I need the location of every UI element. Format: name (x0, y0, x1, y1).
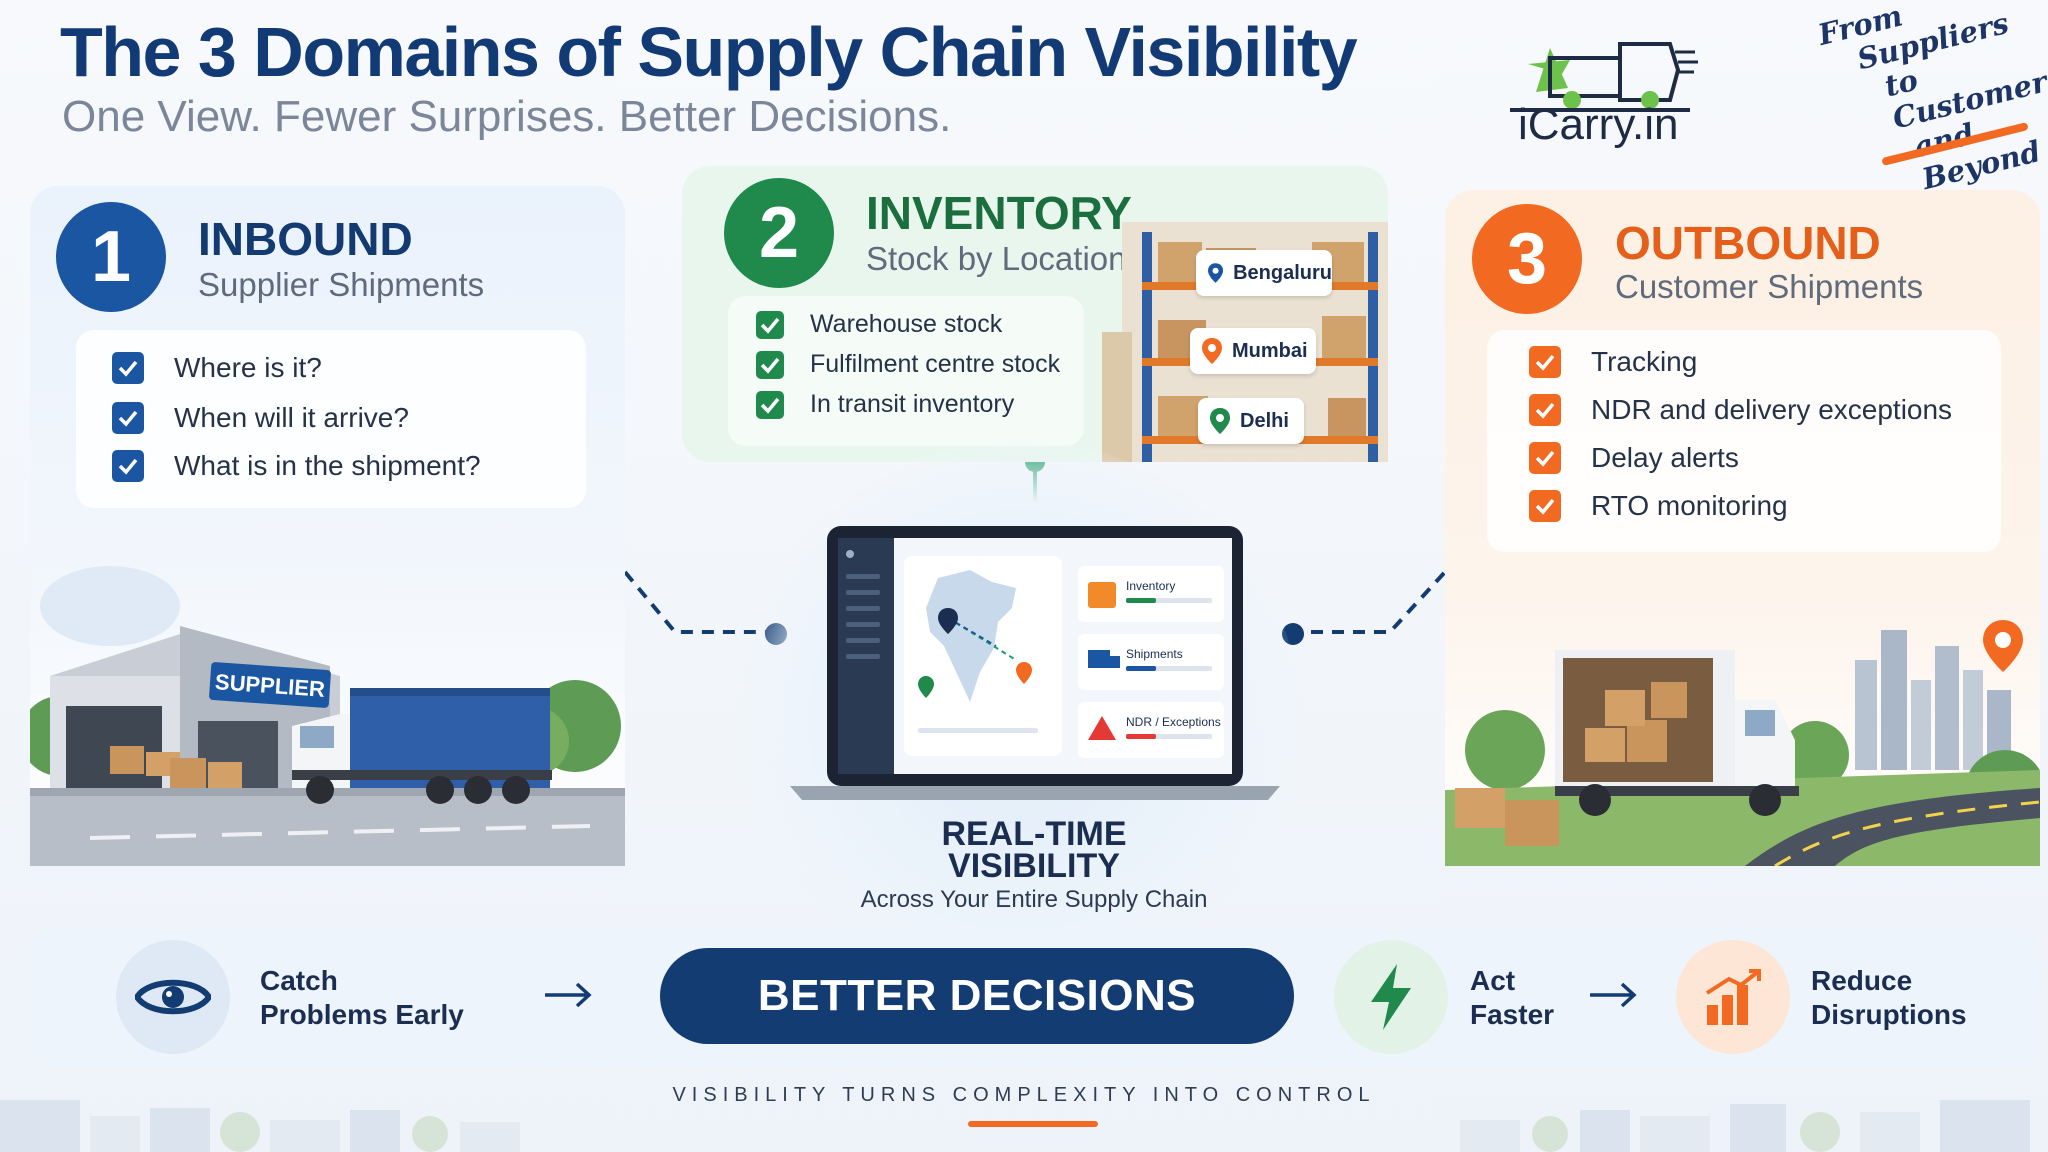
outbound-panel: 3 OUTBOUND Customer Shipments Tracking N… (1445, 190, 2040, 866)
checkbox-checked-icon (756, 390, 784, 419)
warning-icon (1088, 716, 1116, 740)
checklist-item: Where is it? (112, 352, 322, 384)
checklist-item: Warehouse stock (756, 310, 1002, 339)
checkbox-checked-icon (1529, 394, 1561, 426)
checklist-item: Fulfilment centre stock (756, 350, 1060, 379)
checkbox-checked-icon (756, 310, 784, 339)
logo-text: iCarry.in (1518, 100, 1679, 149)
location-tag: Mumbai (1190, 328, 1316, 374)
truck-icon (1088, 650, 1110, 668)
realtime-title-line: REAL-TIME (941, 815, 1127, 853)
city-skyline-decoration (1460, 1100, 2030, 1152)
checklist-text: In transit inventory (810, 390, 1015, 418)
dashboard-card-label: Inventory (1126, 579, 1175, 593)
benefit-line: Catch (260, 965, 338, 996)
checklist-item: Tracking (1529, 346, 1697, 378)
checklist-item: NDR and delivery exceptions (1529, 394, 1952, 426)
location-pin-icon (1210, 408, 1230, 434)
checklist-item: RTO monitoring (1529, 490, 1788, 522)
laptop-dashboard-illustration: Inventory Shipments NDR / Exceptions (790, 526, 1280, 800)
section-title: INVENTORY (866, 187, 1132, 239)
section-subtitle: Stock by Location (866, 240, 1127, 277)
checklist-text: Tracking (1591, 346, 1698, 377)
section-number: 2 (724, 178, 834, 288)
checkbox-checked-icon (756, 350, 784, 379)
checkbox-checked-icon (112, 352, 144, 384)
inventory-panel: 2 INVENTORY Stock by Location Warehouse … (682, 166, 1388, 462)
inbound-panel: 1 INBOUND Supplier Shipments Where is it… (30, 186, 625, 866)
checklist-text: Where is it? (174, 352, 322, 383)
section-subtitle: Customer Shipments (1615, 268, 1924, 305)
checklist-text: What is in the shipment? (174, 450, 481, 481)
arrow-right-icon (1590, 982, 1637, 1008)
benefit-label: Act Faster (1470, 964, 1554, 1032)
realtime-title-line: VISIBILITY (948, 847, 1120, 885)
benefit-line: Problems Early (260, 999, 464, 1030)
checkbox-checked-icon (1529, 346, 1561, 378)
section-number: 1 (56, 202, 166, 312)
realtime-visibility-title: REAL-TIME VISIBILITY (720, 815, 1348, 885)
checkbox-checked-icon (1529, 490, 1561, 522)
location-pin-icon (1202, 338, 1222, 364)
bar-chart-icon (1676, 940, 1790, 1054)
location-tag: Delhi (1198, 398, 1304, 444)
checklist-text: RTO monitoring (1591, 490, 1788, 521)
realtime-visibility-subtitle: Across Your Entire Supply Chain (860, 886, 1208, 913)
checklist-text: Fulfilment centre stock (810, 350, 1061, 378)
dashboard-card-label: NDR / Exceptions (1126, 715, 1221, 729)
section-title: INBOUND (198, 213, 413, 265)
eye-icon (116, 940, 230, 1054)
inbound-checklist: Where is it? When will it arrive? What i… (76, 330, 586, 508)
checklist-text: Warehouse stock (810, 310, 1003, 338)
outbound-checklist: Tracking NDR and delivery exceptions Del… (1487, 330, 2001, 552)
location-label: Bengaluru (1233, 261, 1332, 284)
benefit-line: Reduce (1811, 965, 1913, 996)
location-tag: Bengaluru (1196, 250, 1332, 296)
connector-left (623, 570, 775, 634)
page-title: The 3 Domains of Supply Chain Visibility (60, 13, 1358, 91)
benefit-label: Reduce Disruptions (1811, 964, 1967, 1032)
section-title: OUTBOUND (1615, 217, 1881, 269)
section-subtitle: Supplier Shipments (198, 266, 485, 303)
checklist-text: When will it arrive? (174, 402, 409, 433)
checklist-item: When will it arrive? (112, 402, 409, 434)
city-skyline-decoration (0, 1100, 520, 1152)
checklist-item: In transit inventory (756, 390, 1014, 419)
checklist-text: Delay alerts (1591, 442, 1739, 473)
location-pin-icon (1208, 263, 1224, 283)
arrow-right-icon (545, 982, 592, 1008)
section-number: 3 (1472, 204, 1582, 314)
inventory-checklist: Warehouse stock Fulfilment centre stock … (728, 296, 1084, 446)
delivery-truck-illustration (1445, 620, 2040, 866)
page-subtitle: One View. Fewer Surprises. Better Decisi… (62, 92, 952, 141)
location-label: Delhi (1240, 409, 1289, 432)
checklist-item: Delay alerts (1529, 442, 1739, 474)
better-decisions-banner: BETTER DECISIONS (660, 948, 1294, 1044)
benefit-line: Act (1470, 965, 1516, 996)
tagline: From Suppliers to Customers and Beyond (1815, 0, 2048, 212)
dashboard-card-label: Shipments (1126, 647, 1183, 661)
footer-underline (968, 1121, 1098, 1127)
checklist-item: What is in the shipment? (112, 450, 481, 482)
box-icon (1088, 582, 1116, 608)
location-label: Mumbai (1232, 339, 1308, 362)
footer-tagline: VISIBILITY TURNS COMPLEXITY INTO CONTROL (672, 1084, 1376, 1106)
supplier-warehouse-illustration: SUPPLIER (30, 566, 625, 866)
checkbox-checked-icon (112, 402, 144, 434)
checkbox-checked-icon (1529, 442, 1561, 474)
benefit-line: Disruptions (1811, 999, 1967, 1030)
connector-right (1290, 570, 1447, 634)
lightning-icon (1334, 940, 1448, 1054)
truck-logo-icon (1510, 42, 1698, 112)
checkbox-checked-icon (112, 450, 144, 482)
benefit-line: Faster (1470, 999, 1555, 1030)
checklist-text: NDR and delivery exceptions (1591, 394, 1953, 425)
benefit-label: Catch Problems Early (260, 964, 464, 1032)
